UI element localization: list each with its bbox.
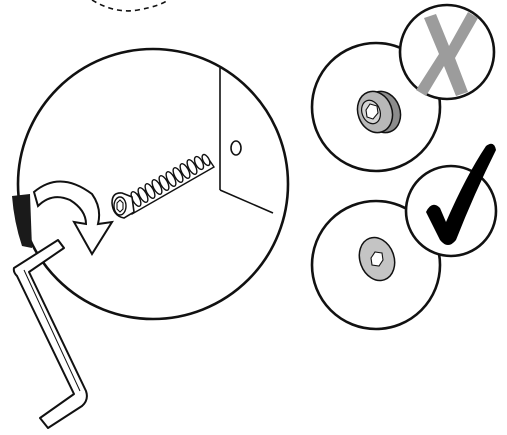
clockwise-arrow-icon (32, 180, 114, 256)
screw-icon (111, 153, 215, 219)
cross-mark-icon (416, 12, 478, 96)
protruding-screw-icon (356, 90, 402, 134)
panel-hole (230, 140, 242, 156)
allen-key-icon (12, 239, 88, 429)
previous-step-dashed-circle (91, 0, 169, 12)
correct-example-panel (310, 143, 498, 331)
cabinet-panel (219, 68, 274, 214)
flush-screw-icon (358, 236, 396, 282)
wrong-example-panel (310, 3, 496, 173)
main-detail-panel (12, 47, 290, 321)
check-mark-icon (426, 143, 496, 245)
cabinet-edge (12, 194, 32, 248)
